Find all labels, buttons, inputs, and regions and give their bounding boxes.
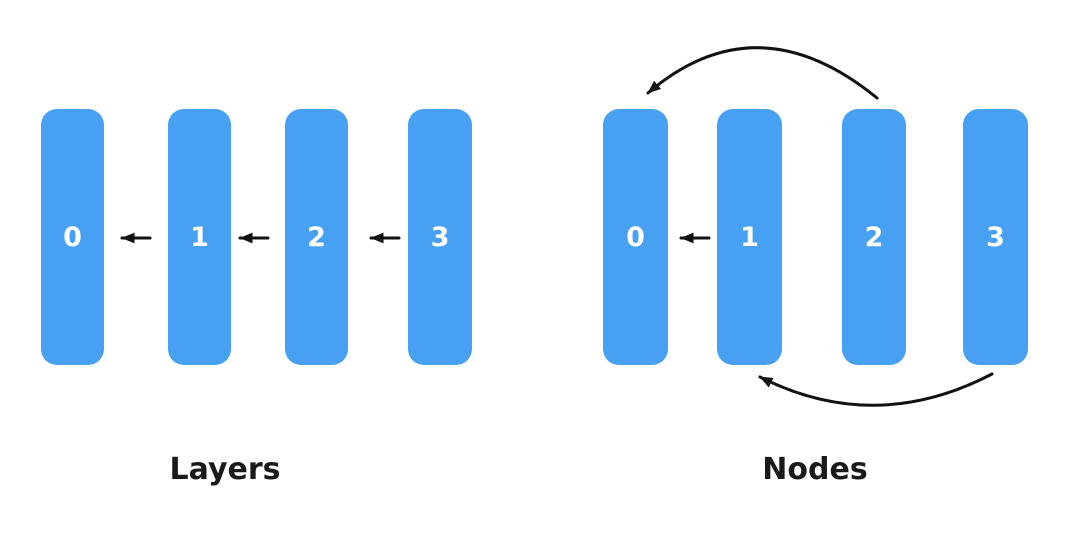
nodes-pill-2-label: 2 [864, 221, 884, 253]
layers-pill-2: 2 [285, 109, 348, 365]
layers-group-title: Layers [169, 452, 281, 487]
nodes-pill-0: 0 [603, 109, 668, 365]
nodes-pill-0-label: 0 [626, 221, 645, 253]
layers-pill-3: 3 [408, 109, 472, 365]
layers-pill-0-label: 0 [63, 221, 82, 253]
layers-pill-1: 1 [168, 109, 231, 365]
nodes-pill-1: 1 [717, 109, 782, 365]
layers-pill-1-label: 1 [190, 221, 209, 253]
nodes-group-title: Nodes [762, 452, 868, 487]
nodes-arc-2-to-0-icon [646, 46, 879, 100]
nodes-pill-1-label: 1 [740, 221, 759, 253]
layers-pill-2-label: 2 [307, 221, 326, 253]
layers-pill-3-label: 3 [430, 221, 450, 253]
nodes-pill-2: 2 [842, 109, 906, 365]
nodes-pill-3: 3 [963, 109, 1028, 365]
nodes-arc-3-to-1-icon [758, 372, 994, 407]
layers-pill-0: 0 [41, 109, 104, 365]
nodes-pill-3-label: 3 [986, 221, 1005, 253]
